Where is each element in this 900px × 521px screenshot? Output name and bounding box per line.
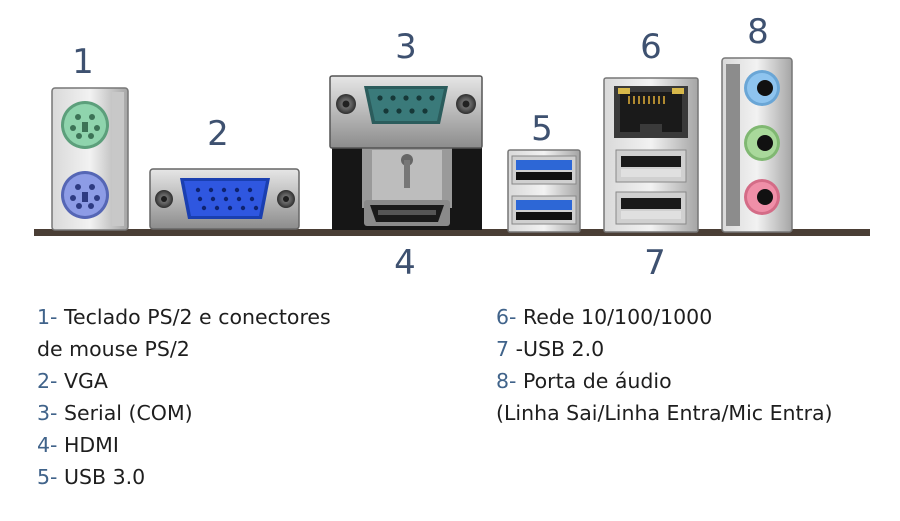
legend-left-column: 1- Teclado PS/2 e conectores de mouse PS… <box>37 301 331 493</box>
audio-jack-stack <box>721 57 793 233</box>
legend-item: 3- Serial (COM) <box>37 397 331 429</box>
legend-item: de mouse PS/2 <box>37 333 331 365</box>
port-number-4: 4 <box>394 243 416 283</box>
ps2-port-stack <box>51 87 129 231</box>
legend-item: 6- Rede 10/100/1000 <box>496 301 833 333</box>
ps2-mouse-port <box>61 171 109 219</box>
legend-item: 8- Porta de áudio <box>496 365 833 397</box>
motherboard-edge <box>34 229 870 236</box>
legend-item-number: 2- <box>37 369 58 393</box>
legend-item-number: 8- <box>496 369 517 393</box>
serial-hdmi-stack <box>329 75 483 230</box>
hdmi-port <box>364 200 450 226</box>
port-number-2: 2 <box>207 114 229 154</box>
port-number-7: 7 <box>644 243 666 283</box>
usb3-ports <box>507 149 581 233</box>
lan-usb2-stack <box>603 77 699 233</box>
vga-port <box>149 168 300 230</box>
legend-item-text: Porta de áudio <box>516 369 672 393</box>
audio-mic-in-jack <box>744 179 780 215</box>
port-number-5: 5 <box>531 109 553 149</box>
legend-item: 1- Teclado PS/2 e conectores <box>37 301 331 333</box>
legend-item-text: -USB 2.0 <box>509 337 605 361</box>
serial-com-port <box>329 75 483 149</box>
legend-item-number: 1- <box>37 305 58 329</box>
port-number-1: 1 <box>72 42 94 82</box>
legend-item-number: 3- <box>37 401 58 425</box>
legend-item-text: Rede 10/100/1000 <box>516 305 713 329</box>
legend-item-text: USB 3.0 <box>57 465 146 489</box>
legend-item-number: 5- <box>37 465 58 489</box>
legend-item: 4- HDMI <box>37 429 331 461</box>
legend-item-number: 6- <box>496 305 517 329</box>
legend-item-number: 7 <box>496 337 510 361</box>
audio-line-in-jack <box>744 125 780 161</box>
legend-item-text: HDMI <box>57 433 119 457</box>
ps2-keyboard-port <box>61 101 109 149</box>
legend-item-text: de mouse PS/2 <box>37 337 190 361</box>
legend-item: 2- VGA <box>37 365 331 397</box>
legend-item-number: 4- <box>37 433 58 457</box>
legend-item: 7 -USB 2.0 <box>496 333 833 365</box>
lan-port <box>614 86 688 138</box>
legend-item-text: Teclado PS/2 e conectores <box>57 305 331 329</box>
legend-item-text: Serial (COM) <box>57 401 193 425</box>
audio-line-out-jack <box>744 70 780 106</box>
legend-item-text: VGA <box>57 369 108 393</box>
port-number-8: 8 <box>747 12 769 52</box>
legend-item: (Linha Sai/Linha Entra/Mic Entra) <box>496 397 833 429</box>
legend-item-text: (Linha Sai/Linha Entra/Mic Entra) <box>496 401 833 425</box>
legend-right-column: 6- Rede 10/100/1000 7 -USB 2.0 8- Porta … <box>496 301 833 429</box>
port-number-6: 6 <box>640 27 662 67</box>
usb2-ports <box>615 149 687 225</box>
port-number-3: 3 <box>395 27 417 67</box>
io-panel-diagram: 1 2 3 4 5 6 7 8 <box>34 12 870 283</box>
legend-item: 5- USB 3.0 <box>37 461 331 493</box>
